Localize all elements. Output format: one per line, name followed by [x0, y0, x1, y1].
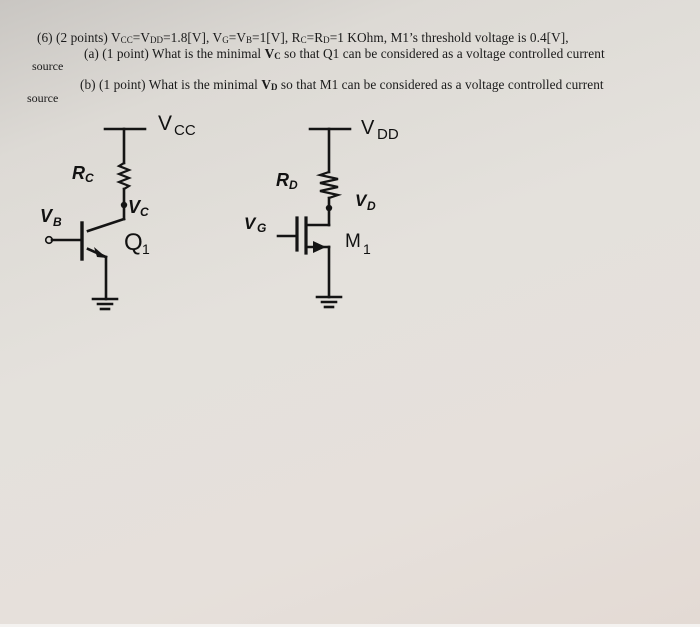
bjt-emitter-arrow: [94, 247, 107, 258]
given-rc-rd: RC=RD=1 KOhm,: [291, 30, 391, 45]
vg-sub: G: [257, 221, 266, 235]
q1-sub: 1: [142, 241, 150, 257]
rc-label: R: [72, 163, 85, 183]
given-threshold: M1’s threshold voltage is 0.4[V],: [390, 30, 569, 45]
m1-label: M: [345, 231, 361, 252]
given-vcc-vdd: VCC=VDD=1.8[V],: [111, 30, 213, 45]
vb-label: V: [40, 206, 54, 226]
vcc-sub: CC: [174, 122, 196, 139]
problem-number: (6): [37, 30, 53, 45]
vb-sub: B: [53, 215, 62, 229]
part-b-variable: VD: [261, 77, 278, 92]
rd-sub: D: [289, 178, 298, 192]
part-a-question: (a) (1 point) What is the minimal VC so …: [84, 46, 605, 61]
bottom-edge: [0, 624, 700, 627]
problem-header: (6) (2 points) VCC=VDD=1.8[V], VG=VB=1[V…: [37, 30, 569, 46]
vb-input-terminal: [44, 235, 54, 245]
vcc-label: V: [158, 112, 172, 135]
vg-label: V: [244, 214, 257, 233]
rd-label: R: [276, 170, 289, 190]
vc-node-dot: [120, 201, 128, 209]
given-vg-vb: VG=VB=1[V],: [212, 30, 292, 45]
vc-sub: C: [140, 205, 149, 219]
vdd-sub: DD: [377, 126, 399, 143]
rc-sub: C: [85, 171, 94, 185]
mos-circuit: [276, 127, 352, 309]
vd-label: V: [355, 191, 368, 210]
part-b-question: (b) (1 point) What is the minimal VD so …: [80, 77, 604, 92]
vc-label: V: [128, 197, 142, 217]
mos-source-arrow: [313, 241, 326, 253]
bjt-circuit: [50, 127, 147, 311]
m1-sub: 1: [363, 241, 371, 257]
vdd-label: V: [361, 117, 375, 139]
q1-label: Q: [124, 229, 143, 256]
vd-node-dot: [325, 204, 333, 212]
part-a-variable: VC: [264, 46, 281, 61]
vd-sub: D: [367, 199, 376, 213]
part-a-wrap: source: [32, 59, 64, 73]
part-b-wrap: source: [27, 91, 59, 105]
problem-points: (2 points): [56, 30, 108, 45]
